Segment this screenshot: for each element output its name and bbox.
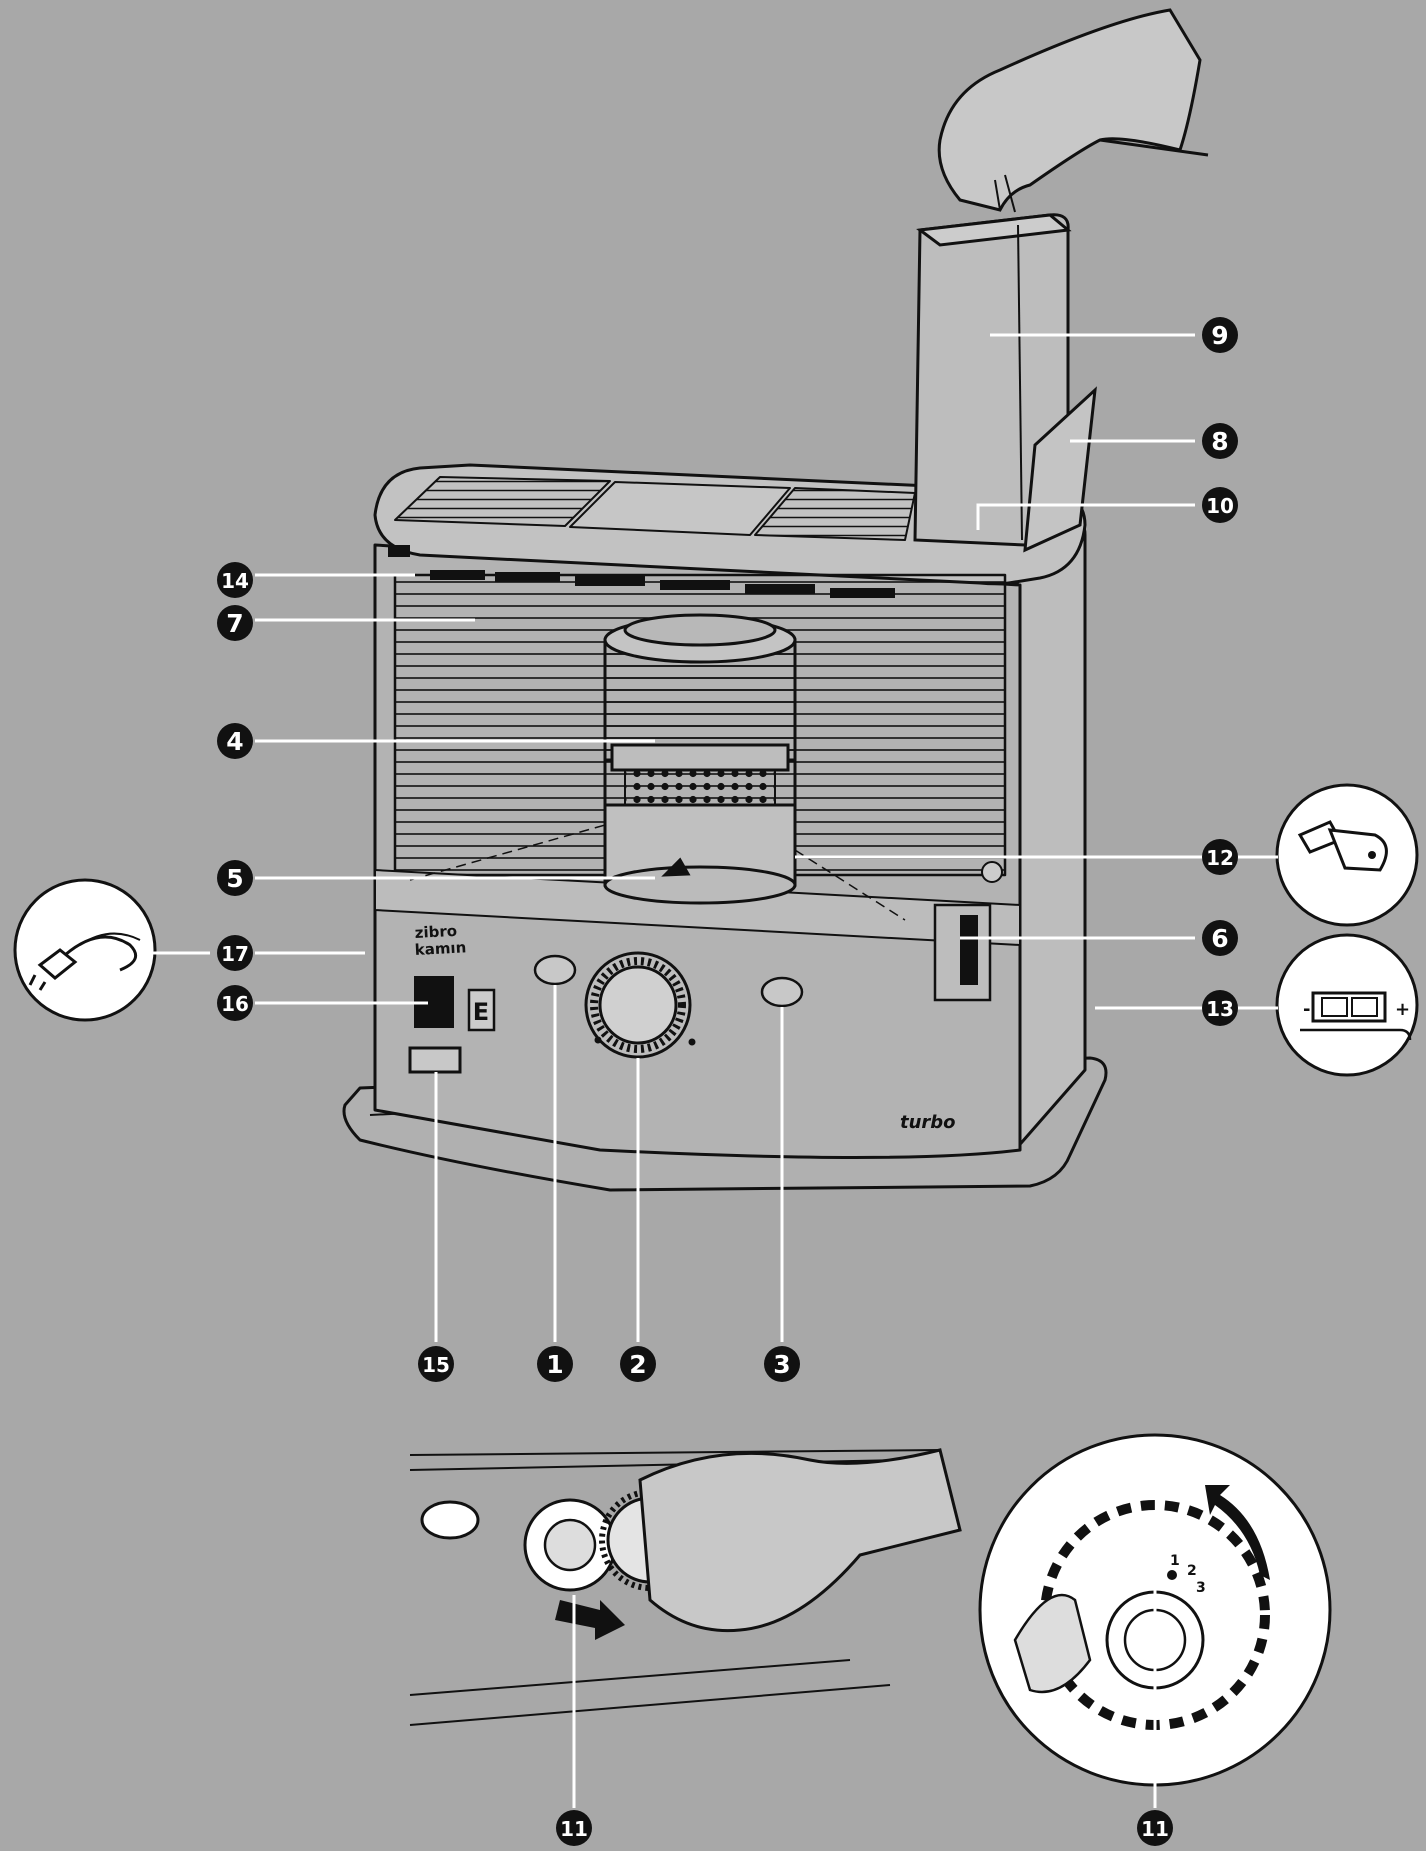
setting-number-2: 2: [1187, 1563, 1197, 1579]
fuel-tank: [913, 213, 1097, 553]
svg-text:1: 1: [546, 1350, 563, 1379]
svg-text:7: 7: [226, 609, 243, 638]
brand-line2: kamın: [414, 938, 466, 959]
rotation-arrow: [1205, 1485, 1270, 1580]
button-3[interactable]: [760, 976, 804, 1008]
callout-11-left: 11: [556, 1810, 592, 1846]
burner: [603, 613, 797, 905]
svg-text:9: 9: [1211, 321, 1228, 350]
callout-16: 16: [217, 985, 253, 1021]
svg-text:5: 5: [226, 864, 243, 893]
callout-3: 3: [764, 1346, 800, 1382]
setting-number-1: 1: [1170, 1553, 1180, 1569]
callout-1: 1: [537, 1346, 573, 1382]
svg-text:15: 15: [422, 1353, 450, 1377]
heater-right-side: [1013, 522, 1087, 1152]
button-1[interactable]: [533, 954, 577, 986]
inset-battery: - +: [1275, 933, 1419, 1077]
svg-text:14: 14: [221, 569, 249, 593]
callout-6: 6: [1202, 920, 1238, 956]
callout-15: 15: [418, 1346, 454, 1382]
callout-2: 2: [620, 1346, 656, 1382]
callout-10: 10: [1202, 487, 1238, 523]
control-knob[interactable]: [584, 951, 696, 1059]
setting-number-3: 3: [1196, 1580, 1206, 1596]
battery-plus: +: [1395, 999, 1410, 1020]
brand-line1: zibro: [414, 922, 457, 942]
arrow-right: [555, 1600, 625, 1640]
svg-text:3: 3: [773, 1350, 790, 1379]
callout-8: 8: [1202, 423, 1238, 459]
main-switch[interactable]: [408, 1046, 462, 1074]
callout-5: 5: [217, 860, 253, 896]
callout-9: 9: [1202, 317, 1238, 353]
top-vent-slots: [430, 570, 895, 598]
svg-text:2: 2: [629, 1350, 646, 1379]
svg-text:11: 11: [560, 1817, 588, 1841]
callout-12: 12: [1202, 839, 1238, 875]
svg-text:17: 17: [221, 942, 249, 966]
callout-7: 7: [217, 605, 253, 641]
callout-14: 14: [217, 562, 253, 598]
svg-text:13: 13: [1206, 997, 1234, 1021]
display-letter: E: [473, 998, 489, 1026]
battery-minus: -: [1303, 999, 1310, 1020]
svg-text:16: 16: [221, 992, 249, 1016]
hand-upper: [937, 8, 1209, 213]
svg-text:8: 8: [1211, 427, 1228, 456]
callout-17: 17: [217, 935, 253, 971]
inset-bulb: [1275, 783, 1419, 927]
svg-text:12: 12: [1206, 846, 1234, 870]
svg-text:6: 6: [1211, 924, 1228, 953]
callout-11-right: 11: [1137, 1810, 1173, 1846]
svg-text:10: 10: [1206, 494, 1234, 518]
svg-text:11: 11: [1141, 1817, 1169, 1841]
callout-4: 4: [217, 723, 253, 759]
bottom-detail: [409, 1448, 962, 1726]
brand-model: turbo: [900, 1112, 956, 1133]
inset-plug: [13, 878, 157, 1022]
callouts: 9 8 10 14 7 4 5 12 6 17 16 13 15 1 2 3 1…: [217, 317, 1238, 1846]
callout-13: 13: [1202, 990, 1238, 1026]
svg-text:4: 4: [226, 727, 243, 756]
